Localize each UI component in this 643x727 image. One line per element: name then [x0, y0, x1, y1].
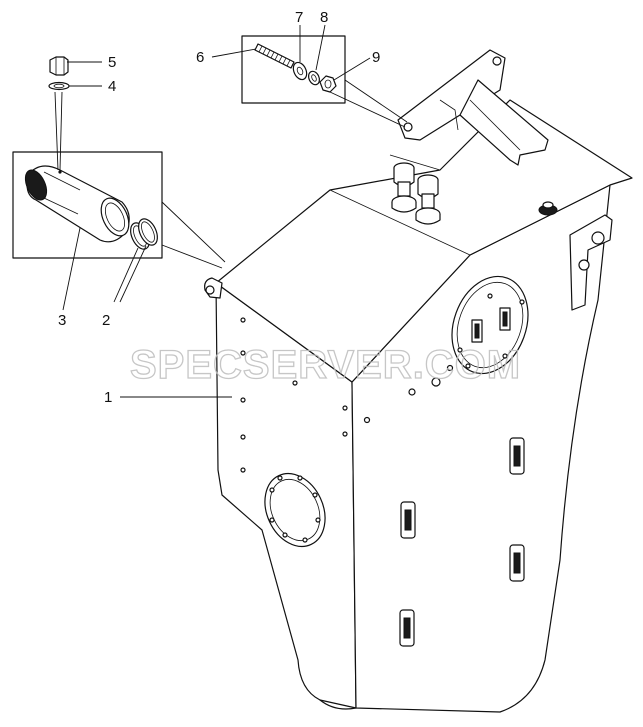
top-cap [538, 201, 558, 216]
pad-3 [509, 544, 525, 582]
top-bracket [397, 49, 549, 166]
tank-top-face [215, 99, 633, 383]
flat-washer [292, 61, 308, 81]
callout-2: 2 [102, 312, 110, 329]
tank-top-seam [389, 154, 441, 171]
pad-1 [509, 437, 525, 475]
tank-top-ridge [329, 189, 471, 256]
callout-5: 5 [108, 54, 116, 71]
filler-neck-detail [12, 151, 163, 259]
callout-4: 4 [108, 78, 116, 95]
left-face-holes [240, 317, 348, 473]
washer [48, 81, 70, 91]
callouts: 1 2 3 4 5 6 7 8 9 [58, 9, 380, 406]
left-lug [204, 277, 223, 299]
mount-pads [399, 437, 525, 647]
bolt-set-detail [241, 35, 346, 104]
watermark: SPECSERVER.COM [130, 343, 521, 387]
side-bracket [569, 214, 613, 311]
tank-right-face [351, 184, 611, 713]
seal-ring-b [138, 218, 158, 246]
pad-2 [400, 501, 416, 539]
right-face-holes [363, 364, 454, 424]
pad-4 [399, 609, 415, 647]
inspection-cover-right [451, 275, 529, 375]
plug-hex [49, 56, 69, 76]
callout-3: 3 [58, 312, 66, 329]
spring-washer [307, 70, 321, 86]
callout-7: 7 [295, 9, 303, 26]
breather-right [415, 174, 441, 225]
breather-left [391, 162, 417, 213]
callout-9: 9 [372, 49, 380, 66]
leader-lines [54, 24, 408, 398]
inspection-cover-left [264, 472, 326, 548]
callout-1: 1 [104, 389, 112, 406]
callout-8: 8 [320, 9, 328, 26]
callout-6: 6 [196, 49, 204, 66]
nut [319, 75, 337, 93]
tank-bottom [319, 699, 357, 710]
plug-and-washer [48, 56, 70, 91]
tank-body [215, 99, 633, 713]
